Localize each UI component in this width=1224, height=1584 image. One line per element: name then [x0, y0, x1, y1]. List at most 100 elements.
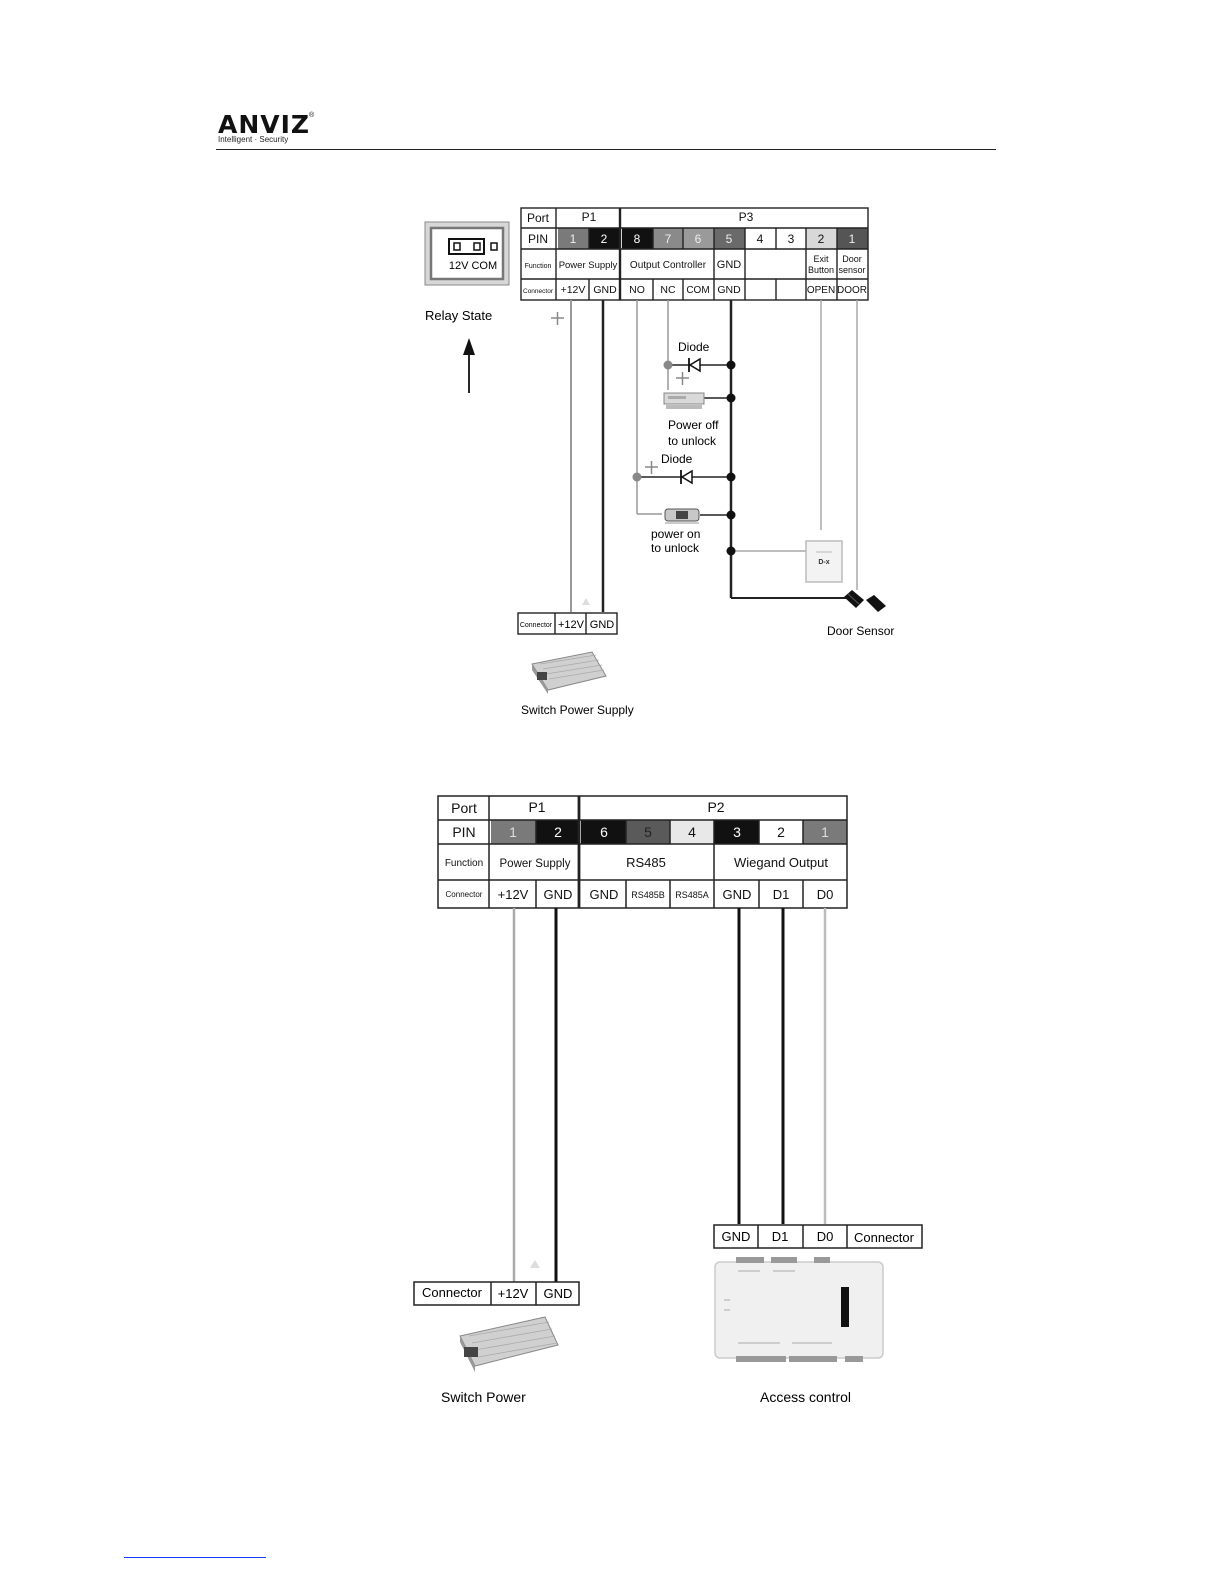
p1-label: P1 [528, 799, 545, 815]
pin-cell: 3 [788, 232, 795, 246]
logo-tagline: Intelligent · Security [218, 135, 289, 144]
pin-cell: 1 [821, 824, 829, 840]
wires-diagram-2 [512, 908, 827, 1282]
access-control-caption: Access control [760, 1389, 851, 1405]
relay-jumper: 12V COM [424, 221, 510, 286]
diode-icon [680, 469, 693, 485]
bolt-lock-icon [664, 508, 700, 524]
psu-gnd: GND [544, 1286, 573, 1301]
connector-cell: GND [723, 887, 752, 902]
function-power-supply: Power Supply [500, 858, 571, 870]
connector-cell: GND [544, 887, 573, 902]
connector-cell: +12V [561, 284, 586, 296]
pin-cell: 8 [634, 232, 641, 246]
connector-cell: RS485A [675, 890, 709, 900]
pin-cell: 2 [818, 232, 825, 246]
function-rs485: RS485 [626, 855, 666, 870]
connector-cell: GND [590, 887, 619, 902]
junction-dots [632, 360, 736, 556]
switch-power-unit-icon [459, 1316, 559, 1372]
pin-cell: 4 [757, 232, 764, 246]
psu-plus12v: +12V [558, 619, 585, 631]
access-control-board-icon [714, 1257, 884, 1362]
pin-label: PIN [452, 824, 475, 840]
pin-table-1-text: Port P1 P3 PIN 1 2 8 7 6 5 4 3 2 1 Funct… [523, 210, 867, 296]
pin-cell: 1 [849, 232, 856, 246]
switch-power-caption: Switch Power [441, 1389, 526, 1405]
pin-cell: 2 [554, 824, 562, 840]
connector-cell: NC [660, 284, 676, 296]
psu-gnd: GND [590, 619, 615, 631]
diode-label: Diode [661, 452, 693, 466]
pin-cell: 3 [733, 824, 741, 840]
door-sensor-icon [844, 590, 886, 612]
lock-2-caption: power on [651, 527, 700, 541]
psu-connector-table-2 [413, 1281, 580, 1306]
lock-1-caption: to unlock [668, 434, 717, 448]
connector-cell: GND [717, 284, 741, 296]
port-label: Port [527, 211, 550, 225]
lock-2-caption: to unlock [651, 541, 700, 555]
pin-table-2-text: Port P1 P2 PIN 1 2 6 5 4 3 2 1 Function … [445, 799, 833, 902]
pin-cell: 6 [695, 232, 702, 246]
port-label: Port [451, 800, 477, 816]
plus-icon [551, 312, 689, 474]
footer-link-underline [124, 1557, 266, 1558]
connector-label: Connector [446, 890, 483, 899]
function-power-supply: Power Supply [559, 260, 618, 271]
pin-table-1 [520, 207, 869, 301]
plus-marker-icon [530, 1260, 540, 1268]
psu-connector-label: Connector [520, 622, 553, 629]
ac-gnd: GND [722, 1229, 751, 1244]
pin-cell: 1 [509, 824, 517, 840]
pin-cell: 1 [570, 232, 577, 246]
lock-1-caption: Power off [668, 418, 719, 432]
connector-cell: D0 [817, 887, 834, 902]
power-supply-unit-icon [531, 651, 607, 694]
pin-cell: 2 [601, 232, 608, 246]
connector-label: Connector [523, 288, 554, 295]
connector-cell: NO [629, 284, 645, 296]
diode-icon [688, 357, 701, 373]
anviz-logo: ANVIZ [218, 110, 311, 139]
up-arrow-icon [463, 338, 475, 393]
connector-cell: DOOR [837, 285, 867, 296]
magnetic-lock-icon [663, 392, 705, 409]
switch-power-supply-caption: Switch Power Supply [521, 703, 634, 717]
pin-cell: 6 [600, 824, 608, 840]
connector-cell: COM [686, 285, 709, 296]
diode-label: Diode [678, 340, 710, 354]
psu-plus12v: +12V [498, 1286, 529, 1301]
registered-mark: ® [309, 112, 315, 119]
function-door-sensor: Door [842, 254, 862, 264]
psu-connector-table-1 [517, 612, 618, 635]
connector-cell: RS485B [631, 890, 665, 900]
relay-jumper-label: 12V COM [449, 260, 497, 272]
pin-label: PIN [528, 232, 548, 246]
plus-marker-icon [582, 598, 590, 605]
function-wiegand-output: Wiegand Output [734, 855, 828, 870]
access-control-connector-text: GND D1 D0 Connector [722, 1229, 915, 1245]
function-gnd: GND [717, 259, 742, 271]
ac-d0: D0 [817, 1229, 834, 1244]
ac-connector: Connector [854, 1230, 915, 1245]
pin-cell: 7 [665, 232, 672, 246]
pin-cell: 5 [644, 824, 652, 840]
access-control-connector-table [713, 1224, 923, 1249]
p2-label: P2 [707, 799, 724, 815]
door-sensor-label: Door Sensor [827, 624, 894, 638]
function-label: Function [525, 263, 552, 270]
connector-cell: D1 [773, 887, 790, 902]
pin-cell: 2 [777, 824, 785, 840]
function-exit-button: Button [808, 265, 834, 275]
psu-connector: Connector [422, 1285, 483, 1300]
p1-label: P1 [582, 210, 597, 224]
function-label: Function [445, 858, 483, 869]
function-exit-button: Exit [813, 254, 829, 264]
connector-cell: OPEN [807, 285, 835, 296]
pin-table-2 [437, 795, 848, 909]
function-output-controller: Output Controller [630, 260, 707, 271]
pin-cell: 5 [726, 232, 733, 246]
